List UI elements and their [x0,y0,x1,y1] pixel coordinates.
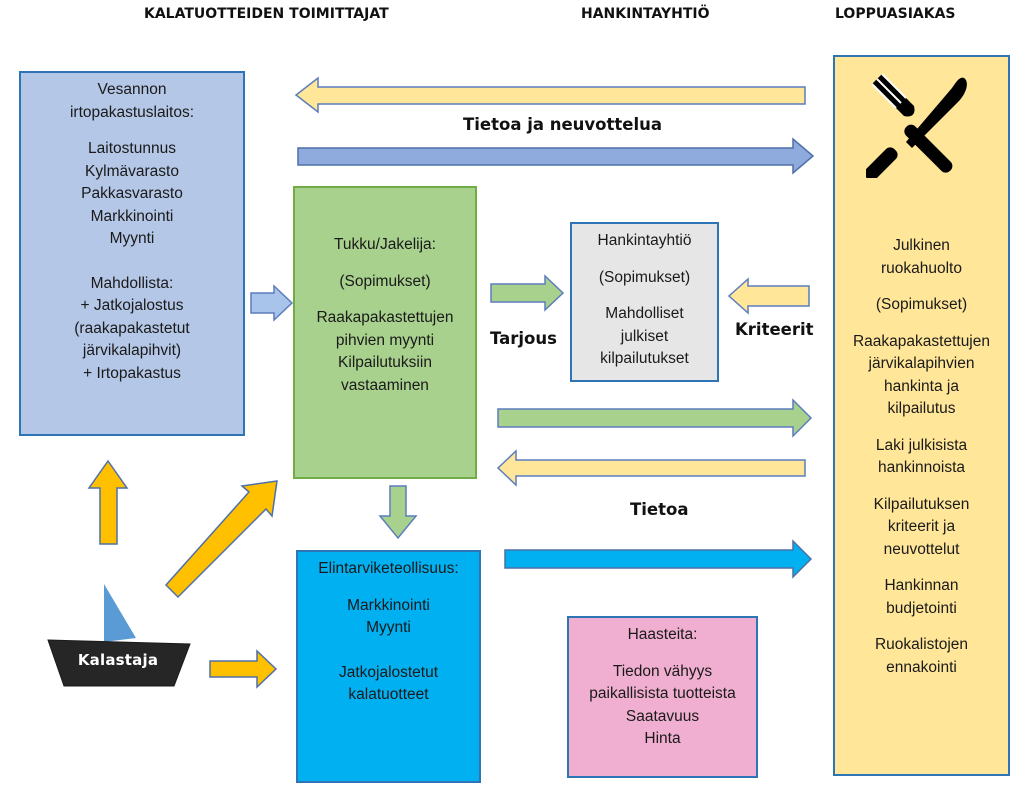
arrow-fisherman-to-industry [209,649,278,689]
procurement-contracts: (Sopimukset) [598,268,691,286]
procurement-item: julkiset [620,327,669,345]
wholesale-box: Tukku/Jakelija: (Sopimukset) Raakapakast… [293,186,477,479]
procurement-title: Hankintayhtiö [597,232,692,249]
boat-icon [47,584,191,687]
label-offer: Tarjous [490,329,557,348]
customer-text: Hankinnan [884,577,959,594]
customer-block: Raakapakastettujen järvikalapihvien hank… [835,331,1008,421]
food-industry-product: Jatkojalostetut [338,663,439,681]
challenges-item: Hinta [644,730,681,747]
arrow-criteria [727,277,810,315]
vesanto-title-2: irtopakastuslaitos: [69,103,195,121]
procurement-box: Hankintayhtiö (Sopimukset) Mahdolliset j… [570,222,719,382]
customer-text: budjetointi [886,599,957,617]
customer-text: Kilpailutuksen [873,495,970,513]
procurement-item: kilpailutukset [600,350,689,367]
wholesale-contracts: (Sopimukset) [339,272,431,290]
food-industry-product: kalatuotteet [348,686,429,703]
customer-block: Laki julkisista hankinnoista [835,435,1008,480]
customer-text: kilpailutus [887,400,956,417]
customer-text: Ruokalistojen [874,636,969,653]
customer-block: Ruokalistojen ennakointi [835,634,1008,679]
customer-box: Julkinen ruokahuolto (Sopimukset) Raakap… [833,55,1010,776]
label-info: Tietoa [630,500,689,519]
arrow-info-to-suppliers [294,76,806,114]
customer-block: Hankinnan budjetointi [835,575,1008,620]
wholesale-title: Tukku/Jakelija: [334,236,436,253]
customer-text: ennakointi [886,658,957,676]
arrow-offer [490,274,565,312]
customer-block: Kilpailutuksen kriteerit ja neuvottelut [835,494,1008,562]
customer-text: kriteerit ja [887,518,956,535]
wholesale-item: pihvien myynti [335,331,435,349]
header-procurement: HANKINTAYHTIÖ [581,6,710,22]
customer-text: ruokahuolto [880,259,962,277]
vesanto-title-1: Vesannon [97,81,167,98]
wholesale-item: Raakapakastettujen [316,309,454,326]
challenges-item: Saatavuus [625,707,700,725]
arrow-wholesale-to-customer [497,398,813,438]
vesanto-optional-item: (raakapakastetut [74,319,190,337]
customer-block: Julkinen ruokahuolto [835,235,1008,280]
food-industry-item: Markkinointi [347,596,430,614]
customer-text: Raakapakastettujen [852,332,990,350]
challenges-title: Haasteita: [627,626,698,643]
vesanto-optional-title: Mahdollista: [90,274,174,292]
vesanto-item: Pakkasvarasto [81,185,183,202]
vesanto-plant-box: Vesannon irtopakastuslaitos: Laitostunnu… [19,71,245,436]
customer-text: hankinta ja [884,377,959,395]
challenges-item: Tiedon vähyys [612,662,713,680]
food-industry-title: Elintarviketeollisuus: [318,560,459,577]
fork-knife-icon [866,73,967,178]
customer-block: (Sopimukset) [835,294,1008,317]
arrow-info-to-customer [297,137,815,175]
customer-text: neuvottelut [883,540,960,558]
vesanto-item: Myynti [109,230,155,247]
challenges-box: Haasteita: Tiedon vähyys paikallisista t… [567,616,758,778]
arrow-info-return [496,449,806,487]
vesanto-item: Markkinointi [90,207,174,225]
arrow-vesanto-to-wholesale [250,284,294,322]
customer-text: (Sopimukset) [875,296,968,313]
food-industry-item: Myynti [366,619,411,636]
arrow-fisherman-to-wholesale [164,480,278,599]
wholesale-item: vastaaminen [341,376,429,394]
vesanto-item: Laitostunnus [88,140,176,157]
customer-text: järvikalapihvien [868,355,975,372]
header-suppliers: KALATUOTTEIDEN TOIMITTAJAT [144,6,389,22]
procurement-item: Mahdolliset [605,305,684,322]
customer-text: Laki julkisista [875,436,968,454]
arrow-wholesale-to-industry [378,485,418,540]
wholesale-item: Kilpailutuksiin [338,354,432,371]
challenges-item: paikallisista tuotteista [589,685,736,702]
vesanto-optional-item: + Irtopakastus [83,364,181,382]
hull [47,639,191,687]
vesanto-optional-item: + Jatkojalostus [80,297,184,314]
customer-text: hankinnoista [877,459,966,476]
label-info-negotiation: Tietoa ja neuvottelua [463,115,663,134]
sail [104,584,136,642]
label-criteria: Kriteerit [735,320,814,339]
arrow-industry-to-customer [504,539,813,579]
customer-text: Julkinen [893,237,950,254]
vesanto-item: Kylmävarasto [85,162,179,180]
food-industry-box: Elintarviketeollisuus: Markkinointi Myyn… [296,550,481,783]
arrow-fisherman-to-vesanto [87,459,129,545]
header-customer: LOPPUASIAKAS [835,6,956,22]
fisherman-label: Kalastaja [77,651,159,669]
vesanto-optional-item: järvikalapihvit) [82,342,182,359]
